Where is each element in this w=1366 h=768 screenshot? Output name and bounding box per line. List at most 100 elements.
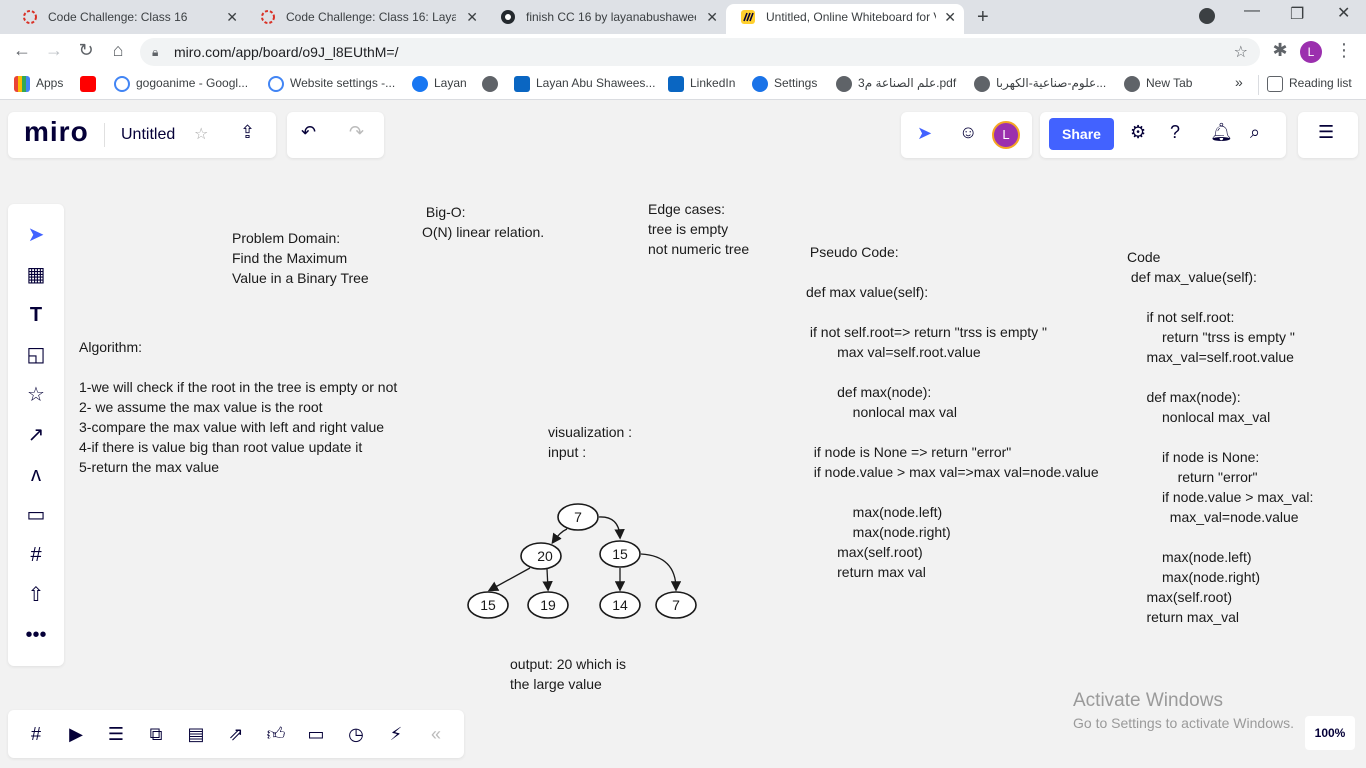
comments-icon[interactable]: ☰ <box>107 724 125 744</box>
undo-icon[interactable]: ↶ <box>301 122 317 142</box>
problem-domain-note[interactable]: Problem Domain: Find the Maximum Value i… <box>232 230 369 286</box>
tree-node-label: 15 <box>480 597 496 613</box>
globe-icon <box>482 76 498 92</box>
close-icon[interactable]: ✕ <box>706 9 718 25</box>
url-text[interactable]: miro.com/app/board/o9J_l8EUthM=/ <box>174 44 399 60</box>
tree-node <box>527 591 569 619</box>
window-close-icon[interactable]: ✕ <box>1337 5 1351 22</box>
extensions-puzzle-icon[interactable]: ✱ <box>1272 40 1288 60</box>
globe-icon <box>836 76 852 92</box>
close-icon[interactable]: ✕ <box>944 9 956 25</box>
frame-icon[interactable]: # <box>30 544 42 566</box>
output-note[interactable]: output: 20 which is the large value <box>510 656 626 692</box>
collapse-chevron-icon[interactable]: « <box>430 724 441 744</box>
forward-arrow-icon[interactable]: → <box>45 40 63 60</box>
cursor-visibility-icon[interactable]: ➤ <box>917 123 933 143</box>
export-upload-icon[interactable]: ⇪ <box>240 122 256 142</box>
browser-tab-3[interactable]: finish CC 16 by layanabushawees ✕ <box>486 4 726 34</box>
video-chat-icon[interactable]: ⧉ <box>149 724 163 744</box>
visualization-note[interactable]: visualization : input : <box>548 424 633 460</box>
facebook-icon <box>412 76 428 92</box>
chrome-menu-icon[interactable]: ⋮ <box>1335 40 1353 60</box>
shapes-star-icon[interactable]: ☆ <box>27 384 45 406</box>
tree-node-label: 15 <box>612 546 628 562</box>
lightning-icon[interactable]: ⚡︎ <box>389 724 403 744</box>
omnibox[interactable]: 🔒︎ miro.com/app/board/o9J_l8EUthM=/ ☆ <box>140 38 1260 66</box>
close-icon[interactable]: ✕ <box>466 9 478 25</box>
upload-icon[interactable]: ⇧ <box>27 584 45 606</box>
minimize-icon[interactable]: — <box>1244 2 1260 19</box>
browser-tab-bar: Code Challenge: Class 16 ✕ Code Challeng… <box>0 0 1366 34</box>
sticky-note-icon[interactable]: ◱ <box>26 344 46 366</box>
bookmarks-overflow-button[interactable]: » <box>1235 74 1243 90</box>
browser-tab-2[interactable]: Code Challenge: Class 16: Layan A ✕ <box>246 4 486 34</box>
reload-icon[interactable]: ↻ <box>78 40 94 60</box>
comment-icon[interactable]: ▭ <box>26 504 46 526</box>
restore-icon[interactable]: ❐ <box>1290 6 1305 23</box>
bookmark-new-tab[interactable]: New Tab <box>1124 76 1192 92</box>
zoom-level[interactable]: 100% <box>1305 716 1355 750</box>
back-arrow-icon[interactable]: ← <box>13 40 31 60</box>
binary-tree-diagram[interactable]: 7 20 15 15 19 14 7 <box>460 500 720 630</box>
profile-avatar[interactable]: L <box>1300 41 1322 63</box>
bookmark-apps[interactable]: Apps <box>14 76 63 92</box>
edge-cases-note[interactable]: Edge cases: tree is empty not numeric tr… <box>648 201 750 257</box>
frames-icon[interactable]: # <box>30 724 41 744</box>
bookmark-layan[interactable]: Layan <box>412 76 467 92</box>
help-icon[interactable]: ? <box>1170 122 1181 142</box>
code-note[interactable]: Code def max_value(self): if not self.ro… <box>1127 249 1314 625</box>
card-list-icon[interactable]: ▤ <box>187 724 205 744</box>
presentation-icon[interactable]: ▶ <box>69 724 83 744</box>
share-screen-icon[interactable]: ⇗ <box>228 724 244 744</box>
bookmark-website-settings[interactable]: Website settings -... <box>268 76 395 92</box>
pen-icon[interactable]: ʌ <box>31 464 41 486</box>
close-icon[interactable]: ✕ <box>226 9 238 25</box>
settings-sliders-icon[interactable]: ⚙ <box>1130 122 1147 142</box>
tree-edge <box>598 516 625 540</box>
notifications-bell-icon[interactable]: 🔔︎ <box>1210 122 1233 142</box>
bookmark-layan-linkedin[interactable]: Layan Abu Shawees... <box>514 76 655 92</box>
lock-icon: 🔒︎ <box>152 45 159 59</box>
text-tool-icon[interactable]: T <box>29 304 43 326</box>
miro-logo[interactable]: miro <box>24 116 89 147</box>
new-tab-plus-icon[interactable]: + <box>977 6 989 28</box>
profile-dropdown-icon[interactable] <box>1199 8 1215 24</box>
tree-node <box>599 591 641 619</box>
reaction-emoji-icon[interactable]: ☺ <box>959 122 978 142</box>
big-o-note[interactable]: Big-O: O(N) linear relation. <box>422 204 545 240</box>
bookmarks-bar: Apps gogoanime - Googl... Website settin… <box>0 70 1366 100</box>
share-button[interactable]: Share <box>1049 118 1114 150</box>
reading-list-button[interactable]: Reading list <box>1267 76 1352 92</box>
redo-icon[interactable]: ↷ <box>349 122 365 142</box>
bookmark-globe[interactable] <box>482 76 504 92</box>
templates-icon[interactable]: ▦ <box>26 264 46 286</box>
miro-canvas[interactable] <box>0 101 1366 768</box>
browser-tab-1[interactable]: Code Challenge: Class 16 ✕ <box>8 4 246 34</box>
bookmark-linkedin[interactable]: LinkedIn <box>668 76 735 92</box>
github-icon <box>501 10 515 24</box>
board-title[interactable]: Untitled <box>121 126 176 143</box>
bookmark-gogoanime[interactable]: gogoanime - Googl... <box>114 76 248 92</box>
user-avatar[interactable]: L <box>992 121 1020 149</box>
video-camera-icon[interactable]: ▭ <box>307 724 325 744</box>
search-icon[interactable]: ⌕ <box>1250 122 1261 142</box>
connection-line-icon[interactable]: ↗ <box>27 424 45 446</box>
pseudo-code-note[interactable]: Pseudo Code: def max value(self): if not… <box>806 244 1099 580</box>
select-cursor-icon[interactable]: ➤ <box>27 224 45 246</box>
vote-thumbs-up-icon[interactable]: 👍︎ <box>266 724 286 744</box>
notes-list-icon[interactable]: ☰ <box>1318 122 1335 142</box>
home-icon[interactable]: ⌂ <box>112 40 124 60</box>
tree-node <box>520 542 562 570</box>
bookmark-star-icon[interactable]: ☆ <box>1233 44 1248 61</box>
timer-icon[interactable]: ◷ <box>348 724 364 744</box>
bookmark-pdf[interactable]: علم الصناعة م3.pdf <box>836 76 956 92</box>
browser-tab-4-active[interactable]: Untitled, Online Whiteboard for V ✕ <box>726 4 964 34</box>
algorithm-note[interactable]: Algorithm: 1-we will check if the root i… <box>79 339 398 475</box>
divider <box>1258 75 1259 95</box>
bookmark-youtube[interactable] <box>80 76 102 92</box>
bookmark-arabic[interactable]: علوم-صناعية-الكهربا... <box>974 76 1106 92</box>
globe-icon <box>1124 76 1140 92</box>
bookmark-settings[interactable]: Settings <box>752 76 817 92</box>
more-tools-icon[interactable]: ••• <box>25 624 47 646</box>
favorite-star-icon[interactable]: ☆ <box>194 126 209 143</box>
